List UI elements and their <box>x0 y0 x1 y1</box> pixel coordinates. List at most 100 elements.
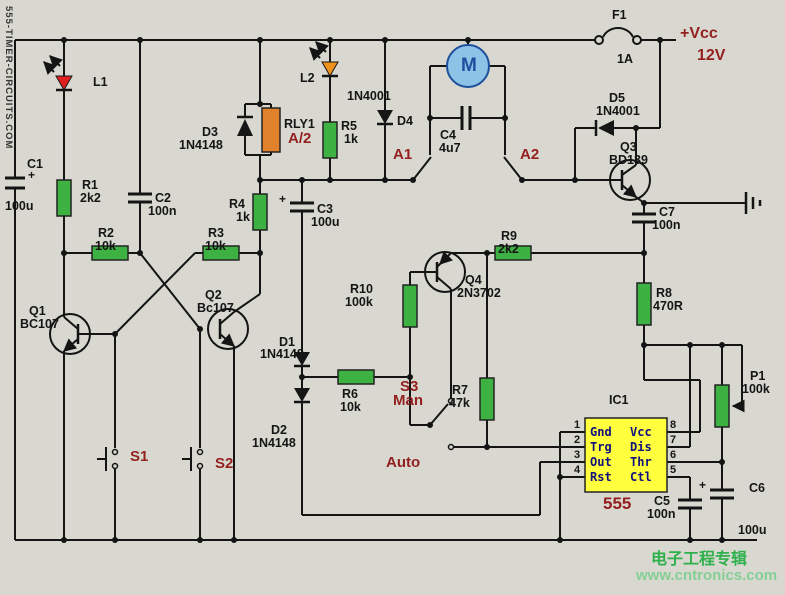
q2-emitter-arrow <box>219 333 235 347</box>
r5-value: 1k <box>344 132 358 146</box>
ic1-pin-number-8: 8 <box>670 419 677 431</box>
d3-value: 1N4148 <box>179 138 223 152</box>
q4-emitter-arrow <box>439 251 453 265</box>
l2-ray-icon <box>315 41 329 55</box>
r4-label: R4 <box>229 197 245 211</box>
q2-value: Bc107 <box>197 301 234 315</box>
ic1-label: IC1 <box>609 393 629 407</box>
watermark-line1: 电子工程专辑 <box>651 551 748 568</box>
p1-value: 100k <box>742 382 770 396</box>
ic1-pin-gnd: Gnd <box>590 425 612 439</box>
ic1-pin-thr: Thr <box>630 455 652 469</box>
ic1-pin-number-6: 6 <box>670 449 677 461</box>
ic1-pin-vcc: Vcc <box>630 425 652 439</box>
c2-value: 100n <box>148 204 177 218</box>
d1-label: D1 <box>279 335 295 349</box>
transistor-internals <box>63 164 637 330</box>
d4-value: 1N4001 <box>347 89 391 103</box>
ic1-pin-number-4: 4 <box>574 464 581 476</box>
q4-value: 2N3702 <box>457 286 501 300</box>
l1-ray-icon <box>49 55 63 69</box>
c3-polarity: + <box>279 192 287 206</box>
r1-body <box>56 179 72 217</box>
r9-label: R9 <box>501 229 517 243</box>
c5-label: C5 <box>654 494 670 508</box>
q1-transistor-icon <box>49 313 91 355</box>
ic1-pin-number-2: 2 <box>574 434 581 446</box>
f1-value: 1A <box>617 52 633 66</box>
ic1-pin-number-5: 5 <box>670 464 677 476</box>
q3-value: BD139 <box>609 153 648 167</box>
switch-posts <box>111 397 455 470</box>
rly1-coil <box>261 107 281 153</box>
d1-diode-icon <box>294 352 310 366</box>
c7-label: C7 <box>659 205 675 219</box>
c6-value: 100u <box>738 523 767 537</box>
r8-label: R8 <box>656 286 672 300</box>
q2-transistor-icon <box>207 308 249 350</box>
d3-label: D3 <box>202 125 218 139</box>
r9-value: 2k2 <box>498 242 519 256</box>
c6-label: C6 <box>749 481 765 495</box>
ic1-pin-ctl: Ctl <box>630 470 652 484</box>
c4-label: C4 <box>440 128 456 142</box>
q3-emitter-arrow <box>621 184 637 198</box>
q1-label: Q1 <box>29 304 46 318</box>
arrow-lines <box>43 41 745 413</box>
ic1-pin-dis: Dis <box>630 440 652 454</box>
wire-network <box>14 39 757 541</box>
c3-value: 100u <box>311 215 340 229</box>
d5-value: 1N4001 <box>596 104 640 118</box>
ic1-part-label: 555 <box>603 494 632 513</box>
q1-value: BC107 <box>20 317 59 331</box>
r7-value: 47k <box>449 396 470 410</box>
d2-diode-icon <box>294 388 310 402</box>
rly1-label: RLY1 <box>284 117 315 131</box>
r7-label: R7 <box>452 383 468 397</box>
r8-body <box>636 282 652 326</box>
l1-led-icon <box>55 75 73 92</box>
ic1-pin-out: Out <box>590 455 612 469</box>
q1-emitter-arrow <box>63 338 79 352</box>
r3-body <box>202 245 240 261</box>
contact-a2-label: A2 <box>520 146 540 163</box>
d2-label: D2 <box>271 423 287 437</box>
r10-label: R10 <box>350 282 373 296</box>
c6-polarity: + <box>699 478 707 492</box>
q4-label: Q4 <box>465 273 482 287</box>
s3-label: S3 <box>400 378 419 395</box>
q3-label: Q3 <box>620 140 637 154</box>
r6-value: 10k <box>340 400 361 414</box>
f1-label: F1 <box>612 8 627 22</box>
r8-value: 470R <box>653 299 683 313</box>
r4-body <box>252 193 268 231</box>
r3-value: 10k <box>205 239 226 253</box>
junction-dots <box>61 37 725 543</box>
r7-body <box>479 377 495 421</box>
rly1-value: A/2 <box>288 130 312 147</box>
contact-a1-label: A1 <box>393 146 413 163</box>
s1-label: S1 <box>130 448 149 465</box>
c4-value: 4u7 <box>439 141 461 155</box>
r3-label: R3 <box>208 226 224 240</box>
p1-label: P1 <box>750 369 766 383</box>
ic1-pin-number-7: 7 <box>670 434 677 446</box>
c1-label: C1 <box>27 157 43 171</box>
capacitor-plates <box>5 106 734 510</box>
l2-ray-icon <box>309 47 323 61</box>
l2-label: L2 <box>300 71 315 85</box>
d4-diode-icon <box>377 110 393 124</box>
r1-label: R1 <box>82 178 98 192</box>
r2-label: R2 <box>98 226 114 240</box>
ic1-pin-number-1: 1 <box>574 419 581 431</box>
l1-label: L1 <box>93 75 108 89</box>
c1-value: 100u <box>5 199 34 213</box>
d3-diode-icon <box>237 119 253 136</box>
c2-label: C2 <box>155 191 171 205</box>
q4-transistor-icon <box>424 251 466 293</box>
ic1-body <box>584 417 668 493</box>
r6-body <box>337 369 375 385</box>
c7-value: 100n <box>652 218 681 232</box>
r10-value: 100k <box>345 295 373 309</box>
